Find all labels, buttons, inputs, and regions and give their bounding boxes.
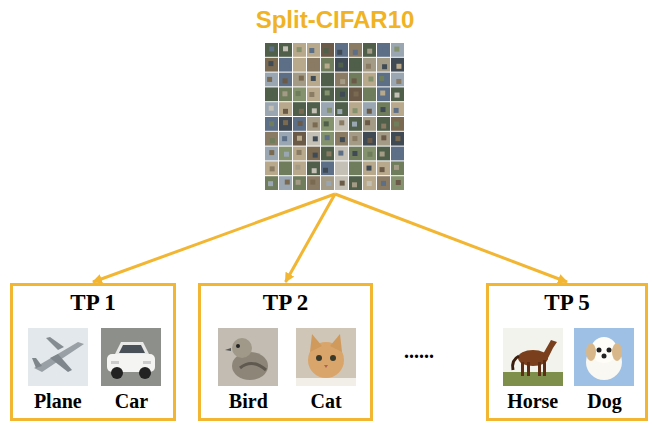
task-heading: TP 5 (489, 290, 645, 316)
task-heading: TP 1 (13, 290, 173, 316)
task-box: TP 1 Plane Car (10, 283, 176, 421)
class-label: Dog (587, 390, 621, 413)
ellipsis-label: ...... (404, 340, 434, 363)
task-box: TP 5 Horse Dog (486, 283, 648, 421)
class-label: Cat (311, 390, 342, 413)
task-heading: TP 2 (201, 290, 370, 316)
split-arrow (335, 194, 567, 282)
horse-picture (503, 328, 563, 386)
class-label: Bird (229, 390, 268, 413)
dataset-node: Split-CIFAR10 (250, 4, 420, 194)
class-label: Horse (507, 390, 558, 413)
split-arrow (93, 194, 335, 282)
bird-picture (218, 328, 278, 386)
dataset-title: Split-CIFAR10 (250, 6, 420, 34)
plane-picture (28, 328, 88, 386)
task-box: TP 2 Bird Cat (198, 283, 373, 421)
class-label: Plane (34, 390, 82, 413)
cat-picture (296, 328, 356, 386)
split-arrow (286, 194, 336, 282)
dog-picture (574, 328, 634, 386)
class-label: Car (115, 390, 148, 413)
car-picture (101, 328, 161, 386)
image-grid (264, 42, 406, 192)
